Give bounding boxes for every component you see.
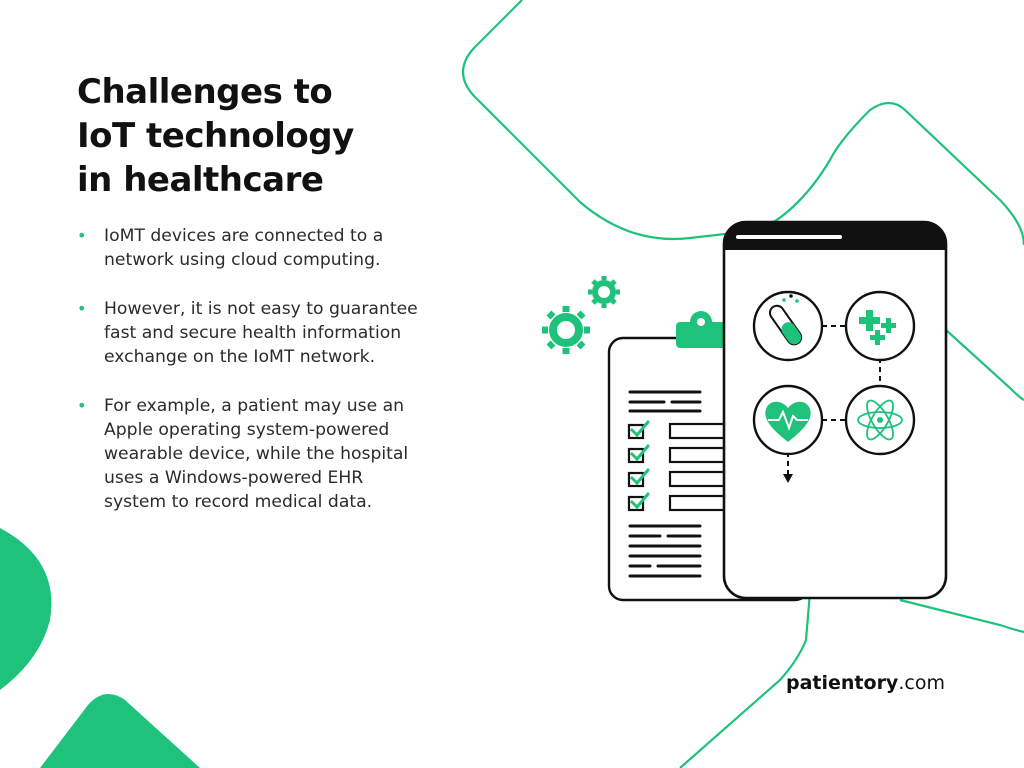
brand-suffix: .com: [898, 672, 945, 694]
bullet-text-line: IoMT devices are connected to a: [104, 226, 384, 246]
title-line: in healthcare: [77, 160, 324, 200]
heart-pulse-icon: [752, 384, 824, 456]
bullet-item: However, it is not easy to guarantee fas…: [77, 297, 477, 369]
bullet-text-line: fast and secure health information: [104, 323, 402, 343]
brand-link[interactable]: patientory.com: [786, 672, 945, 694]
green-outline-curve-bottom-right: [899, 598, 1024, 634]
test-tube-icon: [752, 290, 824, 362]
bullet-text-line: exchange on the IoMT network.: [104, 347, 376, 367]
page-title: Challenges to IoT technology in healthca…: [77, 70, 477, 202]
bullet-text-line: wearable device, while the hospital: [104, 444, 409, 464]
checkmark-icon: [630, 420, 650, 510]
bullet-text-line: network using cloud computing.: [104, 250, 381, 270]
gear-icon: [588, 276, 620, 308]
smartphone-icon: [722, 220, 948, 600]
healthcare-illustration: [542, 220, 948, 602]
atom-icon: [844, 384, 916, 456]
bullet-item: IoMT devices are connected to a network …: [77, 224, 477, 272]
bullet-text-line: For example, a patient may use an: [104, 396, 405, 416]
bullet-text-line: system to record medical data.: [104, 492, 373, 512]
green-blob-bottom: [40, 694, 200, 768]
bullet-text-line: uses a Windows-powered EHR: [104, 468, 364, 488]
gear-icon: [542, 306, 590, 354]
green-outline-curve-right: [945, 329, 1024, 401]
bullet-text-line: Apple operating system-powered: [104, 420, 390, 440]
title-line: Challenges to: [77, 72, 333, 112]
green-blob-left: [0, 528, 52, 690]
bullet-item: For example, a patient may use an Apple …: [77, 394, 477, 514]
brand-name: patientory: [786, 672, 899, 694]
bullet-text-line: However, it is not easy to guarantee: [104, 299, 418, 319]
green-outline-curve-bottom: [679, 591, 812, 768]
medical-cross-icon: [844, 290, 916, 362]
bullet-list: IoMT devices are connected to a network …: [77, 224, 477, 539]
green-outline-curve: [461, 0, 1024, 246]
title-line: IoT technology: [77, 116, 354, 156]
